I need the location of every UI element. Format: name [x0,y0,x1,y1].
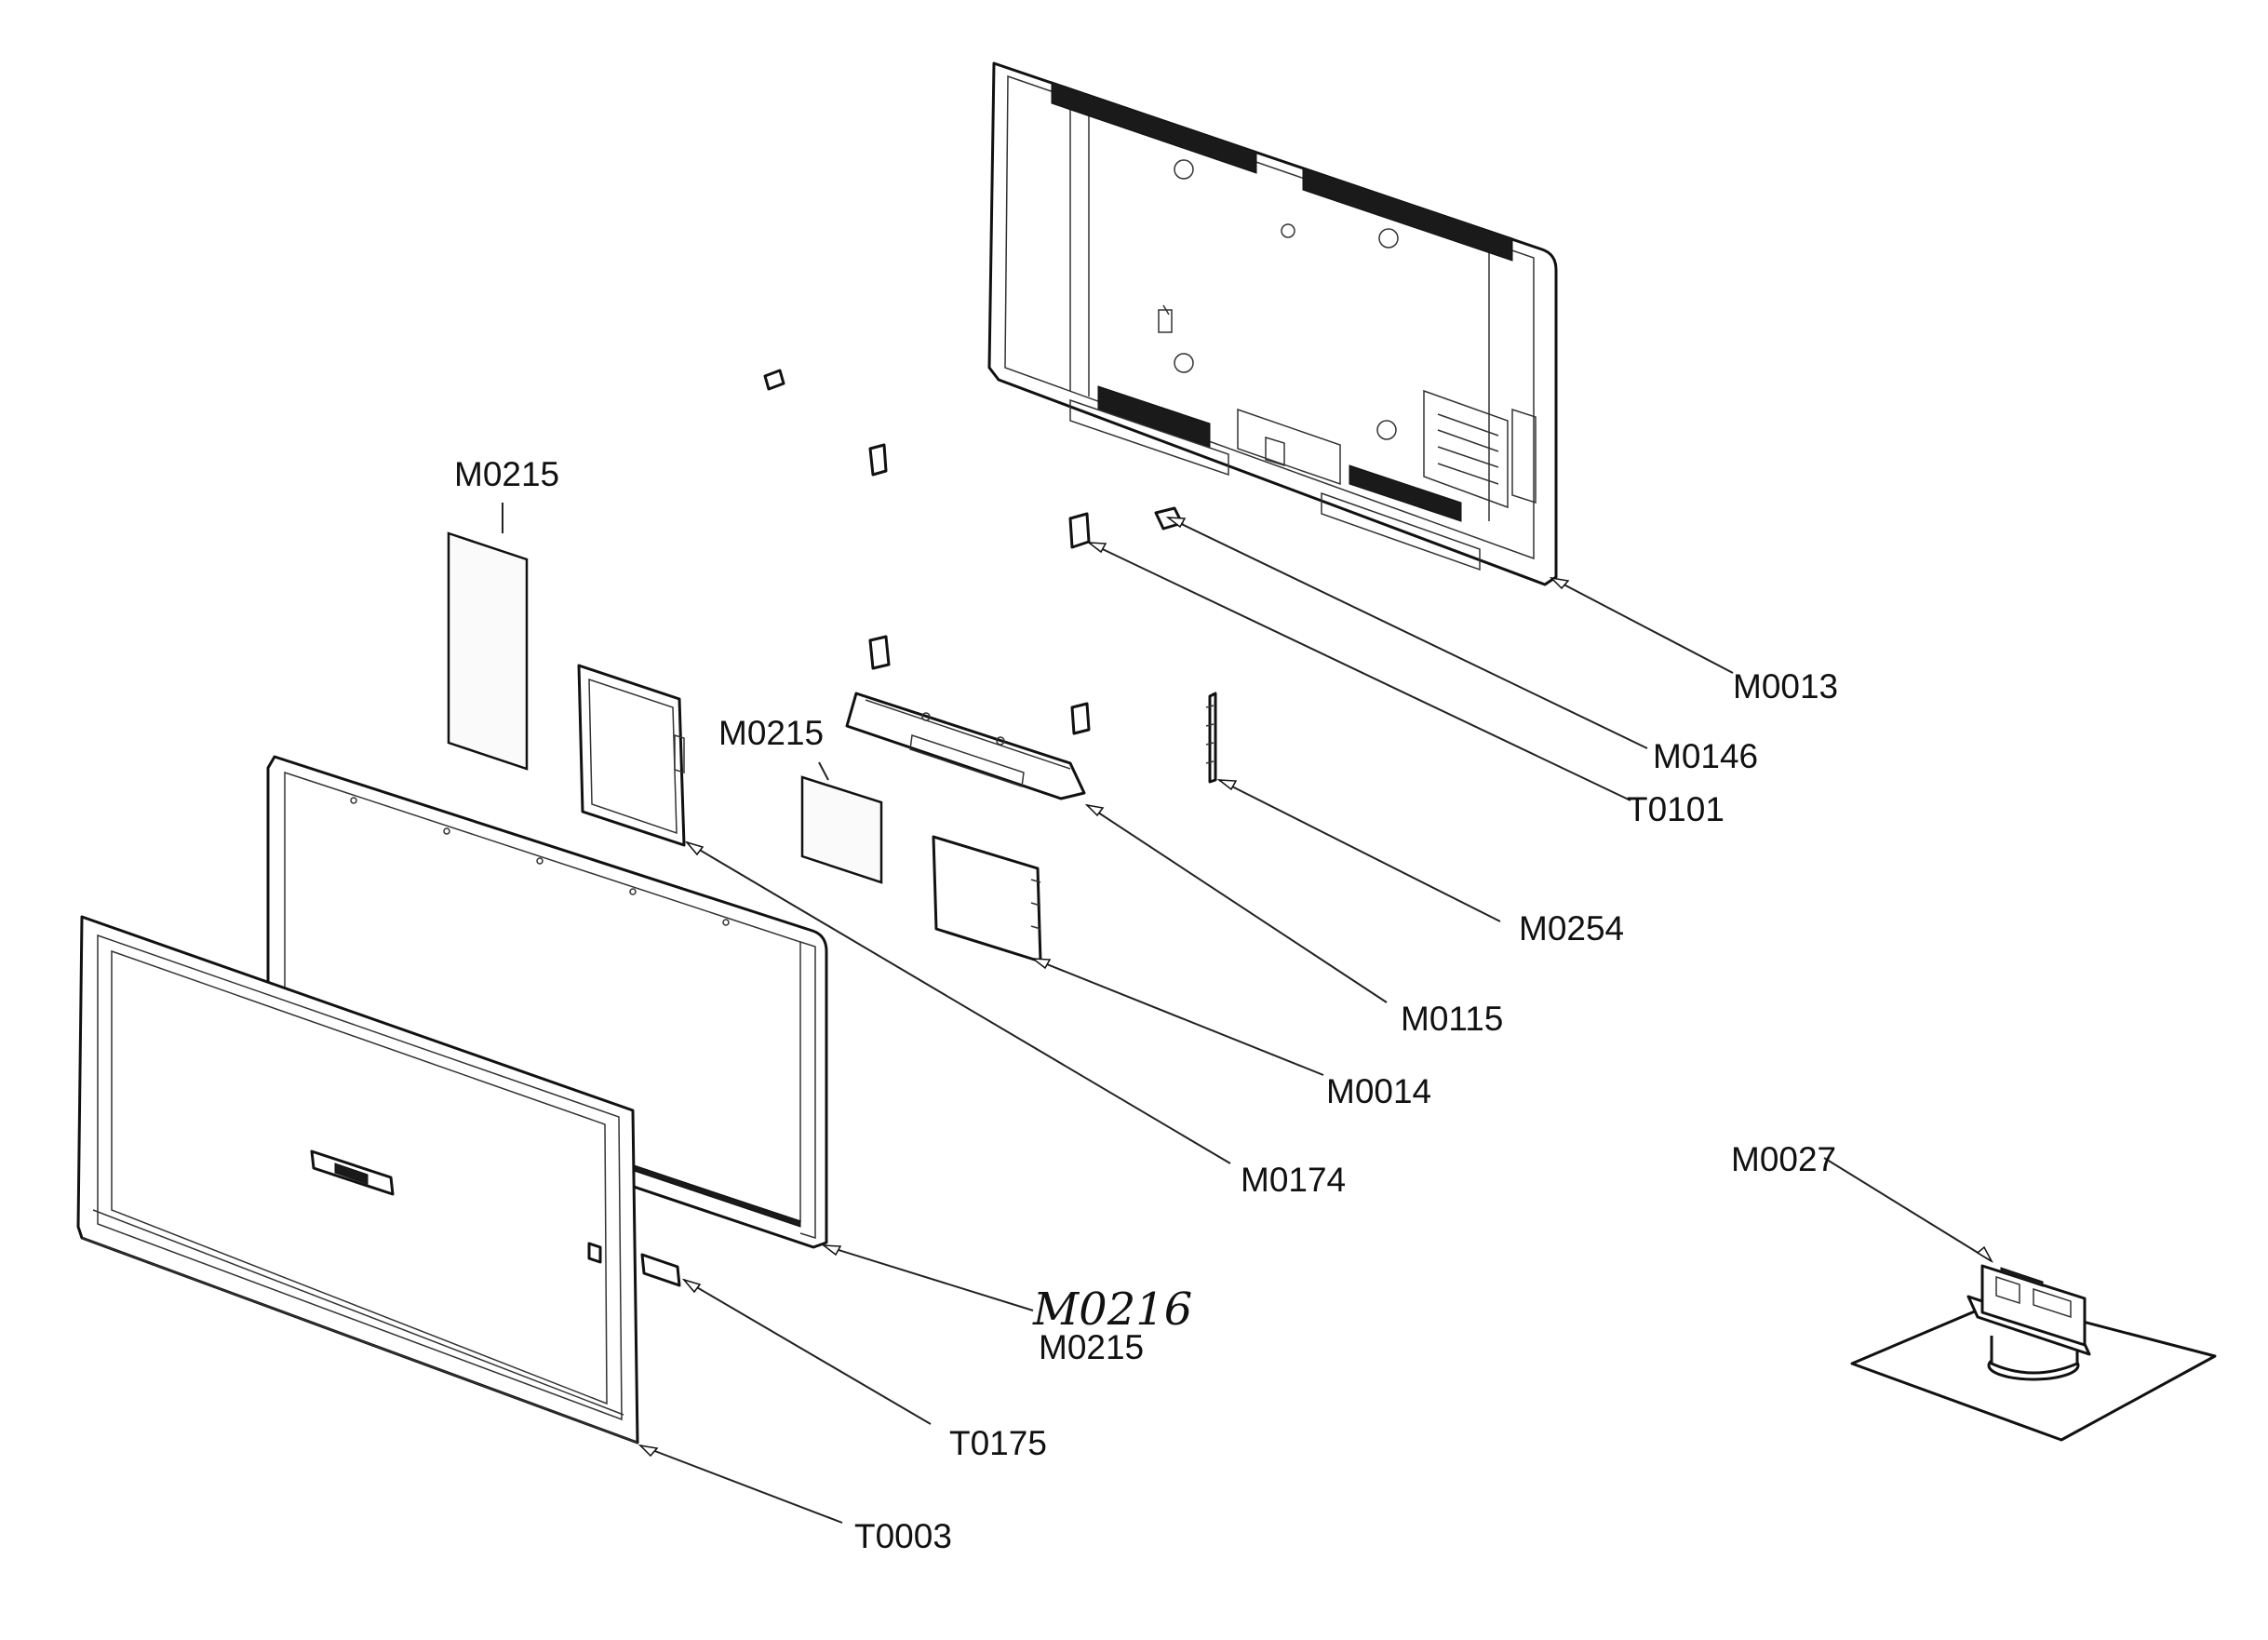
callout-m0115: M0115 [1401,1000,1503,1038]
leader-lines [502,503,1993,1524]
callout-labels: M0215 M0215 M0215 M0013 M0146 T0101 M025… [454,455,1838,1555]
callout-t0003: T0003 [854,1517,952,1555]
callout-m0215-mid: M0215 [718,714,824,752]
callout-m0215-bot: M0215 [1039,1328,1144,1366]
callout-m0027: M0027 [1731,1140,1836,1178]
callout-m0254: M0254 [1519,909,1624,948]
back-cover-part [987,61,1558,586]
callout-t0101: T0101 [1627,790,1724,828]
handwritten-note-m0216: M0216 [1032,1284,1192,1336]
callout-m0014: M0014 [1326,1072,1431,1110]
front-bezel-part [76,915,681,1445]
stand-part [1850,1264,2217,1442]
insulation-sheets [447,531,883,884]
callout-m0013: M0013 [1733,667,1838,706]
callout-m0174: M0174 [1241,1161,1346,1199]
callout-t0175: T0175 [949,1424,1047,1462]
strip-part-m0254 [1205,692,1217,784]
callout-m0146: M0146 [1653,737,1758,775]
arrowheads [637,517,1993,1458]
mount-bracket-part [845,692,1086,800]
callout-m0215-top: M0215 [454,455,559,493]
